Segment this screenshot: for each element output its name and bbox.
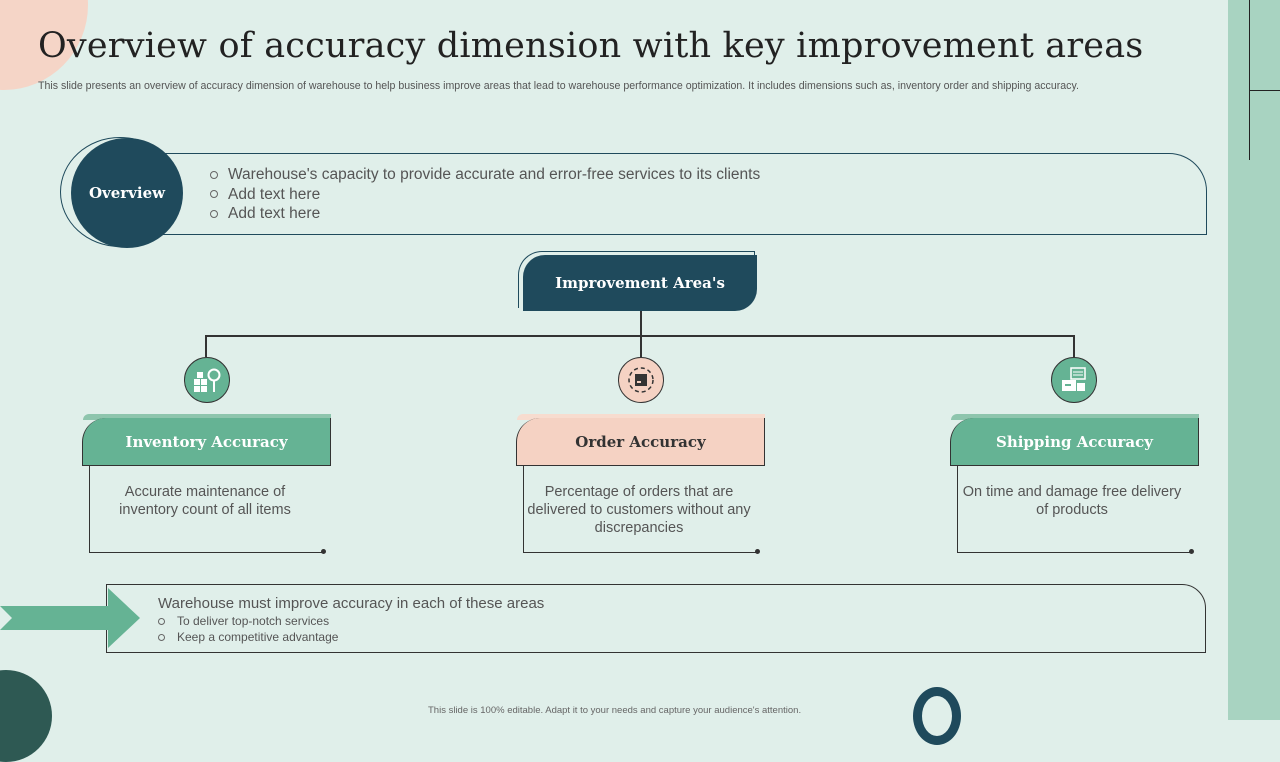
page-subtitle: This slide presents an overview of accur… (38, 80, 1079, 92)
overview-bullet-list: Warehouse's capacity to provide accurate… (210, 165, 760, 224)
shipping-boxes-list-icon (1051, 357, 1097, 403)
inventory-accuracy-header: Inventory Accuracy (82, 418, 331, 466)
summary-heading: Warehouse must improve accuracy in each … (158, 595, 545, 612)
bullet-circle-icon (158, 617, 165, 625)
overview-label: Overview (88, 184, 166, 202)
summary-bullet: Keep a competitive advantage (158, 629, 544, 645)
arrow-right-icon (0, 588, 140, 648)
connector-line (1073, 335, 1075, 357)
connector-line (205, 335, 1074, 337)
footer-note: This slide is 100% editable. Adapt it to… (428, 705, 802, 716)
card-shade (951, 414, 1199, 420)
improvement-header: Improvement Area's (523, 255, 757, 311)
summary-text: Warehouse must improve accuracy in each … (158, 594, 544, 645)
connector-line (205, 335, 207, 357)
decorative-horizontal-line (1249, 90, 1280, 91)
overview-box (140, 153, 1207, 235)
inventory-accuracy-description: Accurate maintenance of inventory count … (119, 484, 291, 518)
card-end-dot (321, 549, 326, 554)
order-accuracy-description: Percentage of orders that are delivered … (527, 484, 751, 536)
shipping-accuracy-card (957, 466, 1193, 553)
summary-bullet-list: To deliver top-notch services Keep a com… (158, 613, 544, 645)
bullet-circle-icon (158, 633, 165, 641)
summary-bullet: To deliver top-notch services (158, 613, 544, 629)
page-title: Overview of accuracy dimension with key … (38, 26, 1144, 66)
bullet-circle-icon (210, 209, 218, 218)
overview-bullet: Add text here (210, 204, 760, 224)
card-end-dot (1189, 549, 1194, 554)
card-end-dot (755, 549, 760, 554)
improvement-header-outline-top (542, 251, 755, 256)
connector-line (640, 311, 642, 357)
bullet-circle-icon (210, 190, 218, 199)
decorative-ring (913, 687, 961, 745)
overview-bullet: Warehouse's capacity to provide accurate… (210, 165, 760, 185)
card-shade (83, 414, 331, 420)
decorative-side-band (1228, 0, 1280, 720)
overview-bullet: Add text here (210, 185, 760, 205)
order-accuracy-card (523, 466, 759, 553)
bullet-circle-icon (210, 170, 218, 179)
decorative-dark-circle (0, 670, 52, 762)
shipping-accuracy-description: On time and damage free delivery of prod… (962, 484, 1182, 518)
decorative-vertical-line (1249, 0, 1250, 160)
order-box-refresh-icon (618, 357, 664, 403)
order-accuracy-header: Order Accuracy (516, 418, 765, 466)
inventory-accuracy-card (89, 466, 325, 553)
inventory-boxes-search-icon (184, 357, 230, 403)
shipping-accuracy-header: Shipping Accuracy (950, 418, 1199, 466)
card-shade (517, 414, 765, 420)
overview-badge: Overview (71, 138, 183, 248)
